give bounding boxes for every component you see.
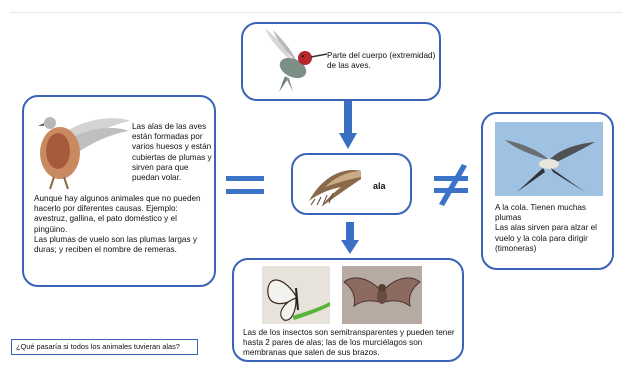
contrast-text: A la cola. Tienen muchas plumas Las alas… [495,203,597,253]
wing-image [309,170,361,207]
flying-bird-image [495,122,603,196]
bat-image [342,266,422,324]
concept-label: ala [373,181,386,191]
concept-box: ala [291,153,412,215]
exceptions-text: Aunque hay algunos animales que no puede… [34,194,201,255]
butterfly-image [262,266,330,324]
question-text: ¿Qué pasaría si todos los animales tuvie… [16,342,180,351]
down-arrow-icon [341,222,359,254]
definition-box: Parte del cuerpo (extremidad) de las ave… [241,22,441,101]
top-divider-line [10,12,622,13]
equals-icon [226,176,264,194]
question-box: ¿Qué pasaría si todos los animales tuvie… [11,339,198,355]
hummingbird-image [265,28,328,92]
not-equals-icon [434,164,468,206]
bird-anatomy-image [38,117,130,190]
other-wings-box: Las de los insectos son semitransparente… [232,258,464,362]
definition-text: Parte del cuerpo (extremidad) de las ave… [327,51,436,71]
down-arrow-icon [339,101,357,149]
structure-text: Las alas de las aves están formadas por … [132,122,212,183]
contrast-box: A la cola. Tienen muchas plumas Las alas… [481,112,614,270]
structure-box: Las alas de las aves están formadas por … [22,95,216,287]
other-wings-text: Las de los insectos son semitransparente… [243,328,455,358]
